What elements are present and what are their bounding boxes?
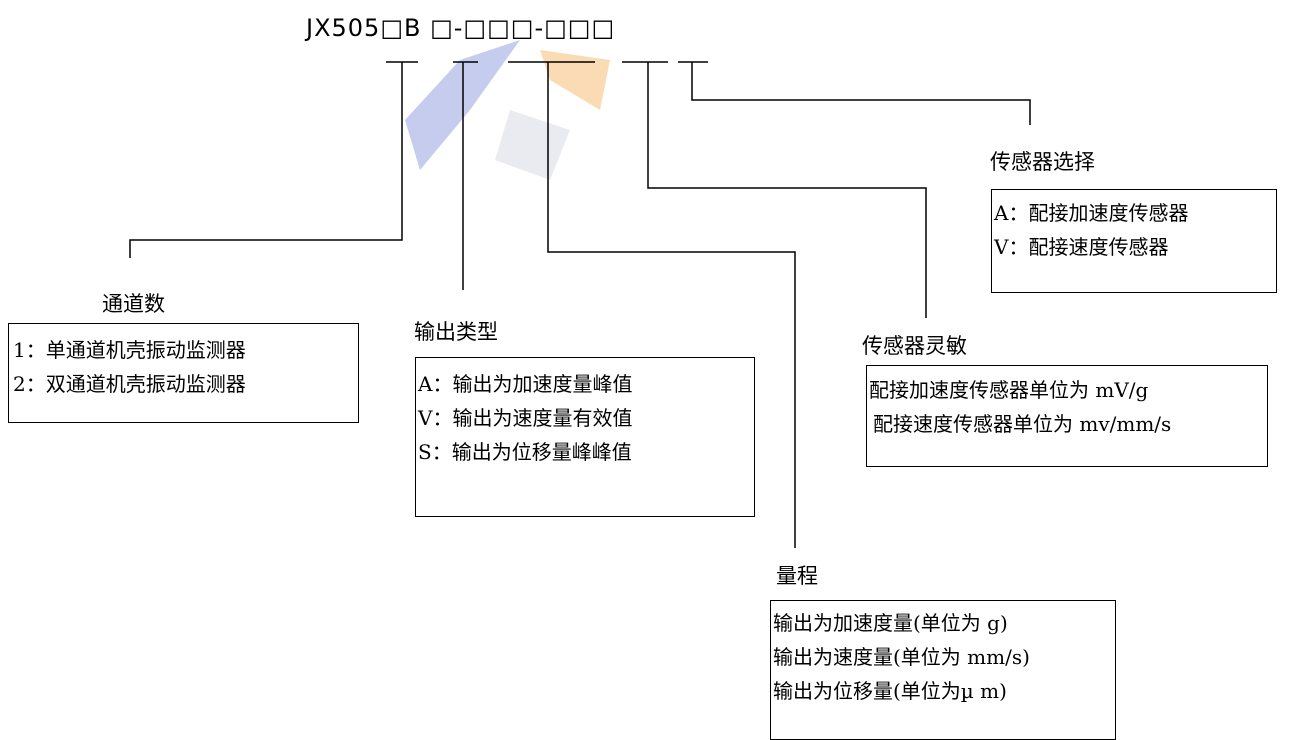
range-title: 量程 [776,564,818,588]
output-type-item-v: V：输出为速度量有效值 [418,406,633,430]
output-type-item-s: S：输出为位移量峰峰值 [418,440,632,464]
sensor-select-title: 传感器选择 [990,150,1095,174]
sensitivity-item-2: 配接速度传感器单位为 mv/mm/s [873,412,1172,436]
connector-range [547,62,796,548]
watermark-gray-shape [495,110,570,180]
sensor-select-item-a: A：配接加速度传感器 [994,201,1189,225]
sensor-select-item-v: V：配接速度传感器 [994,235,1169,259]
channels-item-2: 2：双通道机壳振动监测器 [13,372,246,396]
connector-sensitivity [647,62,927,318]
range-item-acceleration: 输出为加速度量(单位为 g) [773,611,1008,635]
channels-box: 1：单通道机壳振动监测器 2：双通道机壳振动监测器 [8,323,359,423]
sensitivity-item-1: 配接加速度传感器单位为 mV/g [869,378,1149,402]
sensitivity-box: 配接加速度传感器单位为 mV/g 配接速度传感器单位为 mv/mm/s [866,365,1268,467]
output-type-item-a: A：输出为加速度量峰值 [418,372,633,396]
channels-item-1: 1：单通道机壳振动监测器 [13,338,246,362]
watermark-orange-shape [540,50,610,110]
sensor-select-box: A：配接加速度传感器 V：配接速度传感器 [991,189,1277,293]
output-type-title: 输出类型 [414,320,498,344]
output-type-box: A：输出为加速度量峰值 V：输出为速度量有效值 S：输出为位移量峰峰值 [415,357,755,517]
connector-channels [129,62,403,258]
model-code: JX505□B □-□□□-□□□ [306,14,616,42]
channels-title: 通道数 [102,292,165,316]
range-box: 输出为加速度量(单位为 g) 输出为速度量(单位为 mm/s) 输出为位移量(单… [770,600,1116,740]
range-item-displacement: 输出为位移量(单位为µ m) [773,679,1007,703]
connector-sensor [691,62,1031,125]
range-item-velocity: 输出为速度量(单位为 mm/s) [773,645,1030,669]
sensitivity-title: 传感器灵敏 [862,334,967,358]
